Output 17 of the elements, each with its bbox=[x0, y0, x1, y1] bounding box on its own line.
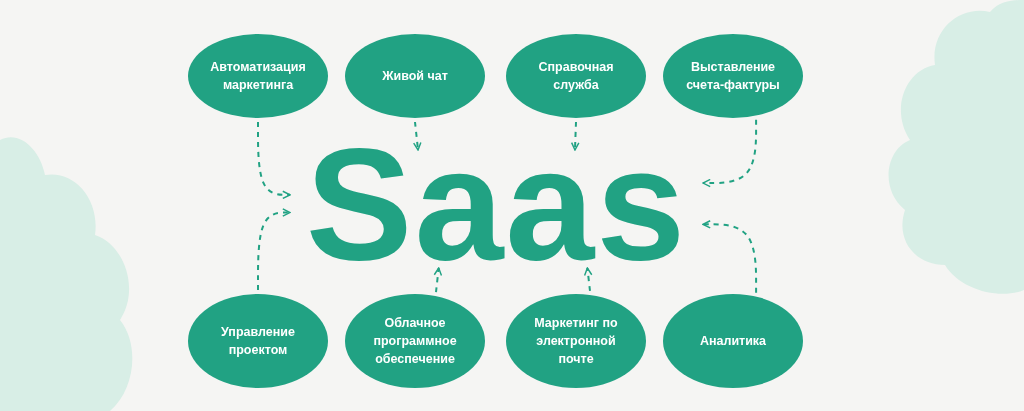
topic-label: Маркетинг по электронной почте bbox=[533, 314, 619, 369]
topic-label: Живой чат bbox=[382, 67, 448, 85]
topic-label: Аналитика bbox=[699, 332, 767, 350]
dashed-arrow bbox=[570, 121, 580, 151]
topic-label: Выставление счета-фактуры bbox=[685, 58, 781, 94]
dashed-arrow bbox=[412, 121, 422, 151]
dashed-arrow bbox=[702, 118, 758, 188]
topic-label: Облачное программное обеспечение bbox=[372, 314, 458, 369]
title-text: Saas bbox=[305, 124, 688, 284]
dashed-arrow bbox=[583, 267, 593, 292]
dashed-arrow bbox=[433, 267, 443, 294]
dashed-arrow bbox=[702, 220, 758, 294]
topic-label: Справочная служба bbox=[537, 58, 615, 94]
topic-label: Автоматизация маркетинга bbox=[209, 58, 307, 94]
topic-label: Управление проектом bbox=[220, 323, 296, 359]
dashed-arrow bbox=[257, 121, 291, 200]
dashed-arrow bbox=[257, 208, 291, 291]
